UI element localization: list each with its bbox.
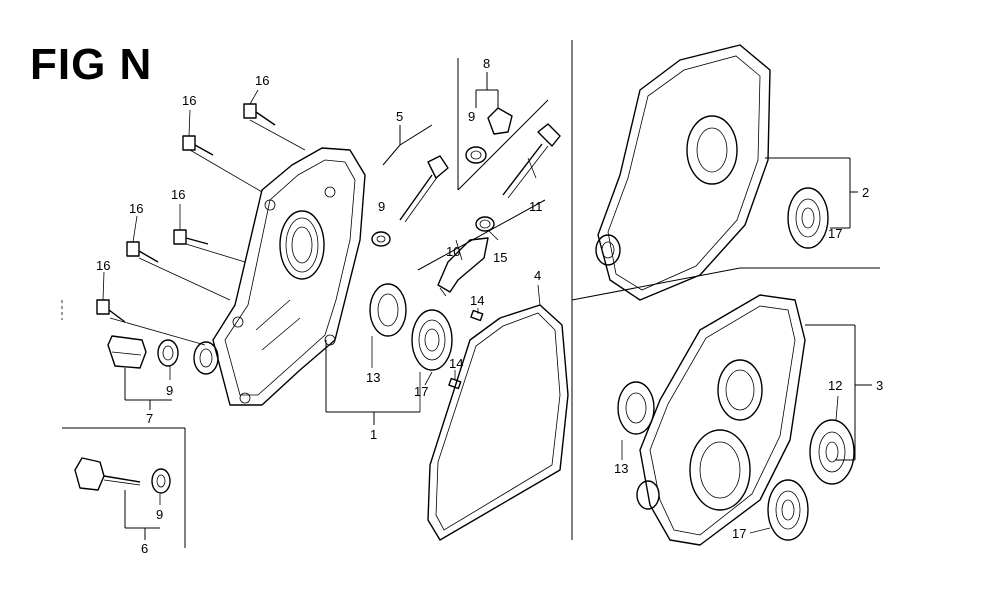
bolt-top — [243, 103, 276, 126]
crankcase-cover-right-upper — [595, 44, 829, 301]
label-16-e: 16 — [96, 258, 110, 273]
callout-labels: 16 16 16 16 16 5 9 8 9 11 10 15 4 14 14 … — [96, 56, 883, 556]
label-10: 10 — [446, 244, 460, 259]
label-11: 11 — [529, 199, 543, 214]
label-14-lower: 14 — [449, 356, 463, 371]
label-6: 6 — [141, 541, 148, 556]
oil-dipstick — [74, 457, 171, 494]
label-13-right: 13 — [614, 461, 628, 476]
figure-title: FIG N — [30, 40, 153, 89]
oil-level-sensor — [371, 155, 449, 247]
bolt-2 — [182, 135, 214, 156]
label-12: 12 — [828, 378, 842, 393]
flange-bolts — [96, 103, 306, 346]
label-9-plug: 9 — [468, 109, 475, 124]
label-17-left: 17 — [414, 384, 428, 399]
crankcase-gasket — [427, 304, 569, 541]
label-16-c: 16 — [171, 187, 185, 202]
crankcase-cover-left — [193, 147, 366, 406]
label-8: 8 — [483, 56, 490, 71]
label-1: 1 — [370, 427, 377, 442]
label-9-cap: 9 — [166, 383, 173, 398]
label-14-upper: 14 — [470, 293, 484, 308]
oil-filler-extension — [437, 123, 561, 297]
bolt-3 — [173, 229, 209, 245]
filler-plug-upper — [465, 107, 513, 164]
label-13-left: 13 — [366, 370, 380, 385]
oil-filler-cap-left — [107, 335, 179, 369]
leader-lines — [102, 72, 872, 540]
label-15: 15 — [493, 250, 507, 265]
oil-seal-and-bearing-left — [369, 283, 453, 371]
crankcase-cover-right-lower — [617, 294, 855, 546]
label-9-dipstick: 9 — [156, 507, 163, 522]
label-7: 7 — [146, 411, 153, 426]
label-9-sensor: 9 — [378, 199, 385, 214]
label-16-top: 16 — [255, 73, 269, 88]
label-5: 5 — [396, 109, 403, 124]
label-17-lower: 17 — [732, 526, 746, 541]
label-16-d: 16 — [129, 201, 143, 216]
label-2: 2 — [862, 185, 869, 200]
bolt-4 — [126, 241, 159, 263]
label-17-upper: 17 — [828, 226, 842, 241]
label-4: 4 — [534, 268, 541, 283]
label-16-b: 16 — [182, 93, 196, 108]
label-3: 3 — [876, 378, 883, 393]
